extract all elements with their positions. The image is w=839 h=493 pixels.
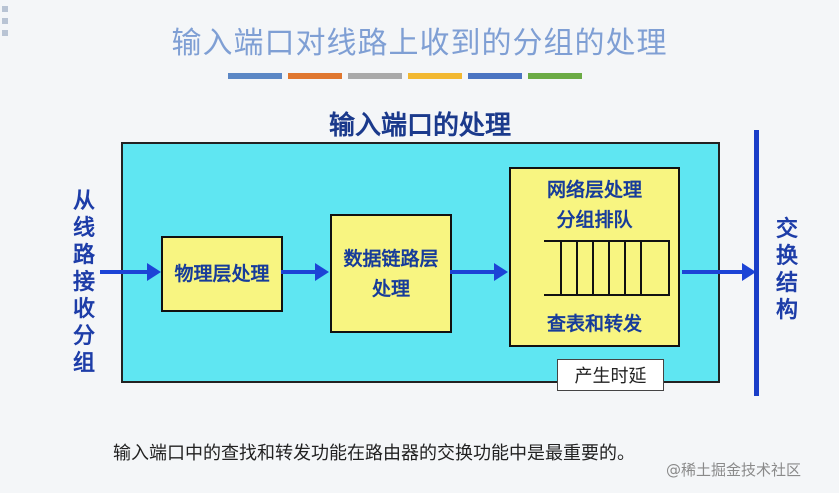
accent-bar	[468, 73, 522, 79]
slide-title: 输入端口对线路上收到的分组的处理	[171, 26, 668, 61]
input-line-label: 从线路接收分组	[72, 189, 95, 376]
data-link-label-line2: 处理	[371, 277, 410, 300]
data-link-layer-box: 数据链路层 处理	[330, 214, 452, 333]
datalink-to-network-arrow	[450, 263, 508, 281]
accent-bar	[228, 73, 282, 79]
accent-bars	[228, 73, 582, 79]
queue-slot-divider	[592, 242, 594, 294]
accent-bar	[408, 73, 462, 79]
network-layer-label: 网络层处理	[546, 179, 642, 201]
queue-slot-divider	[640, 242, 642, 294]
watermark: @稀土掘金技术社区	[666, 461, 802, 479]
delay-label: 产生时延	[557, 359, 664, 391]
lookup-forward-label: 查表和转发	[546, 313, 642, 335]
switch-fabric-label: 交换结构	[775, 217, 798, 323]
physical-layer-box: 物理层处理	[161, 236, 283, 312]
corner-dot	[2, 6, 8, 12]
queue-slot-divider	[624, 242, 626, 294]
packet-queue	[544, 240, 670, 296]
corner-dot	[2, 18, 8, 24]
data-link-label-line1: 数据链路层	[343, 247, 439, 270]
accent-bar	[528, 73, 582, 79]
input-arrow	[100, 263, 161, 281]
corner-dot	[2, 30, 8, 36]
network-to-switch-arrow	[682, 263, 756, 281]
physical-layer-label: 物理层处理	[174, 263, 270, 285]
queue-slot-divider	[576, 242, 578, 294]
packet-queue-label: 分组排队	[556, 209, 633, 231]
slide-caption: 输入端口中的查找和转发功能在路由器的交换功能中是最重要的。	[113, 443, 635, 464]
network-layer-box: 网络层处理 分组排队 查表和转发	[509, 167, 680, 347]
diagram-subtitle: 输入端口的处理	[328, 111, 511, 141]
switch-fabric-line	[754, 130, 759, 396]
accent-bar	[288, 73, 342, 79]
corner-decoration	[0, 0, 10, 42]
queue-slot-divider	[608, 242, 610, 294]
accent-bar	[348, 73, 402, 79]
queue-slot-divider	[560, 242, 562, 294]
physical-to-datalink-arrow	[281, 263, 329, 281]
